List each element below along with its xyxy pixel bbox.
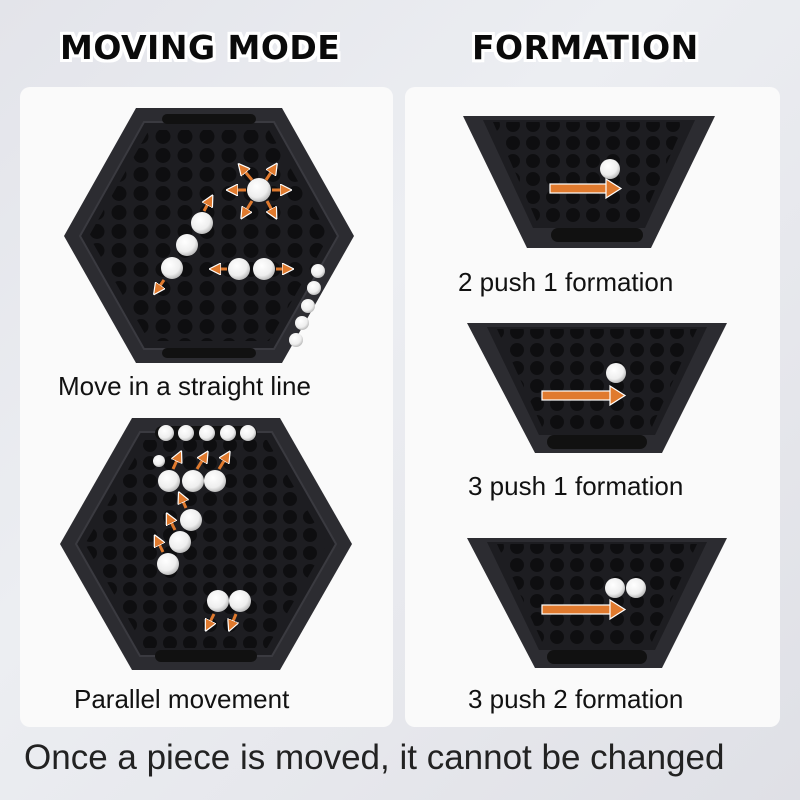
- board-3-push-2-illustration: [467, 538, 727, 668]
- caption-3-push-2: 3 push 2 formation: [468, 684, 684, 714]
- board-3-push-1-illustration: [467, 323, 727, 453]
- hex-board-straight-line-illustration: [64, 108, 354, 363]
- formation-heading: FORMATION: [472, 28, 699, 67]
- moving-mode-heading: MOVING MODE: [60, 28, 341, 67]
- hex-board-parallel-illustration: [60, 418, 352, 670]
- footer-note: Once a piece is moved, it cannot be chan…: [24, 738, 725, 777]
- caption-3-push-1: 3 push 1 formation: [468, 471, 684, 501]
- caption-parallel: Parallel movement: [74, 684, 290, 714]
- caption-2-push-1: 2 push 1 formation: [458, 267, 674, 297]
- board-2-push-1-illustration: [463, 116, 715, 248]
- caption-straight-line: Move in a straight line: [58, 371, 311, 401]
